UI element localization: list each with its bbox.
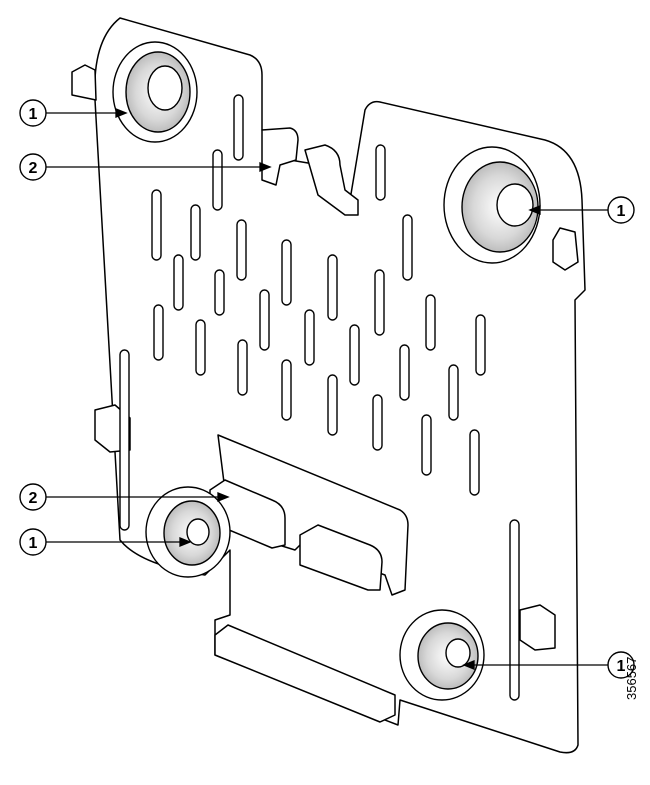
bottom-hook-2: [299, 524, 383, 591]
slot: [475, 314, 486, 376]
slot: [212, 149, 223, 211]
top-hook-1: [261, 127, 299, 186]
callout-2-top: 2: [19, 153, 47, 181]
slot: [374, 269, 385, 336]
slot: [304, 309, 315, 366]
callout-1-top-left: 1: [19, 99, 47, 127]
slot: [233, 94, 244, 161]
leader-lines: [46, 108, 608, 670]
slot: [259, 289, 270, 351]
slot: [469, 429, 480, 496]
slot: [195, 319, 206, 376]
slot: [281, 239, 292, 306]
slot: [375, 144, 386, 201]
svg-text:2: 2: [29, 490, 38, 507]
slot: [173, 254, 184, 311]
slot: [236, 219, 247, 281]
callout-2-bottom: 2: [19, 483, 47, 511]
slot: [214, 269, 225, 316]
slot: [190, 204, 201, 261]
mounting-hole-bottom-left: [145, 486, 231, 578]
bottom-lip: [214, 624, 396, 723]
slot: [327, 254, 338, 321]
slot: [281, 359, 292, 421]
figure-id: 356567: [624, 656, 639, 700]
callout-1-bottom-right: 1: [607, 651, 635, 679]
slot: [327, 374, 338, 436]
callout-1-bottom-left: 1: [19, 528, 47, 556]
svg-text:1: 1: [617, 658, 626, 675]
mounting-hole-top-left: [112, 41, 198, 143]
slot: [399, 344, 410, 401]
svg-text:1: 1: [29, 106, 38, 123]
slot: [151, 189, 162, 261]
svg-text:1: 1: [617, 203, 626, 220]
long-slot-right: [509, 519, 520, 701]
slot: [349, 324, 360, 386]
long-slot-left: [119, 349, 130, 531]
ventilation-slots: [119, 94, 520, 701]
svg-text:2: 2: [29, 160, 38, 177]
slot: [153, 304, 164, 361]
right-ridge: [519, 604, 556, 651]
slot: [425, 294, 436, 351]
slot: [237, 339, 248, 396]
mounting-hole-bottom-right: [399, 609, 485, 701]
slot: [421, 414, 432, 476]
callout-1-top-right: 1: [607, 196, 635, 224]
side-tab-top-left: [71, 64, 97, 101]
mounting-hole-top-right: [443, 146, 541, 264]
slot: [372, 394, 383, 451]
top-hook-2: [304, 144, 359, 216]
svg-text:1: 1: [29, 535, 38, 552]
side-tab-right: [552, 227, 579, 271]
slot: [448, 364, 459, 421]
slot: [402, 214, 413, 281]
